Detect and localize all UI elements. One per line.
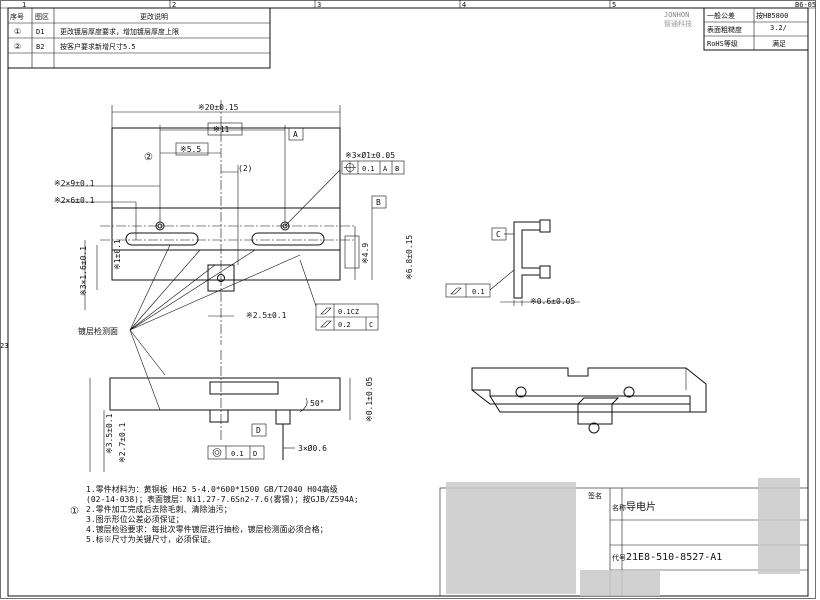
rev-row1-zone: D1 (36, 28, 44, 36)
title-sign-label: 签名 (588, 491, 602, 500)
ruler-mark-5: 5 (612, 1, 616, 9)
spec-label-rohs: RoHS等级 (707, 39, 738, 48)
company-logo-sub: 智通科技 (664, 19, 692, 28)
title-block: 签名 名称 导电片 代号 21E8-510-8527-A1 (439, 478, 809, 597)
dim-2-7: ※2.7±0.1 (118, 422, 127, 463)
position-tolerance-value: 0.1 (362, 165, 375, 173)
dim-6-8: ※6.8±0.15 (405, 235, 414, 280)
dim-0-1: ※0.1±0.05 (365, 377, 374, 422)
spec-label-tolerance: 一般公差 (707, 11, 735, 20)
side-view: C 0.1 ※0.6±0.05 (445, 219, 580, 306)
flatness-ref-c: C (369, 321, 373, 329)
slot-left (125, 232, 199, 246)
angle-50: 50° (310, 399, 324, 408)
flatness-value-1: 0.1CZ (338, 308, 359, 316)
ruler-mark-4: 4 (462, 1, 466, 9)
rev-row2-zone: B2 (36, 43, 44, 51)
ruler-mark-2: 2 (172, 1, 176, 9)
ruler-mark-3: 3 (317, 1, 321, 9)
datum-b-box: B (376, 198, 381, 207)
dim-11: ※11 (213, 125, 230, 134)
side-ruler-mark: 23 (0, 342, 8, 350)
ruler-mark-1: 1 (22, 1, 26, 9)
dim-2-5: ※2.5±0.1 (246, 311, 287, 320)
rev-header-no: 序号 (10, 12, 24, 21)
dim-3x-phi0-6: 3×Ø0.6 (298, 443, 327, 453)
dim-2-ref: (2) (238, 164, 252, 173)
isometric-view (471, 367, 707, 434)
title-name-label: 名称 (612, 503, 626, 512)
redacted-region-right (758, 478, 800, 574)
note-line-6: 5.标※尺寸为关键尺寸，必须保证。 (86, 534, 216, 544)
dim-2x6: ※2×6±0.1 (54, 196, 95, 205)
bottom-view: ※3.5±0.1 ※2.7±0.1 ※0.1±0.05 50° D 3×Ø0.6… (89, 350, 374, 472)
rev-header-desc: 更改说明 (140, 12, 168, 21)
dim-4-9: ※4.9 (361, 243, 370, 264)
technical-notes: 1.零件材料为：黄铜板 H62 5-4.0*600*1500 GB/T2040 … (70, 484, 359, 544)
datum-c-box: C (496, 230, 501, 239)
note-line-5: 4.镀层检验要求：每批次零件镀层进行抽检，镀层检测面必须合格； (86, 524, 328, 534)
spec-value-tolerance: 按HB5800 (756, 11, 788, 20)
note-line-4: 3.图示形位公差必须保证； (86, 514, 184, 524)
concentricity-ref-d: D (253, 450, 257, 458)
side-flatness-value: 0.1 (472, 288, 485, 296)
revision-marker-2: ② (144, 152, 153, 163)
slot-right (251, 232, 325, 246)
spec-value-roughness: 3.2/ (770, 24, 787, 32)
dim-5-5: ※5.5 (180, 145, 201, 154)
spec-table: JONHON 智通科技 一般公差 按HB5800 表面粗糙度 3.2/ RoHS… (664, 7, 809, 51)
dim-0-6: ※0.6±0.05 (530, 297, 575, 306)
plating-inspection-label: 镀层检测面 (78, 326, 118, 336)
spec-value-rohs: 满足 (772, 39, 786, 48)
dim-3x1-6: ※3×1.6±0.1 (79, 246, 88, 296)
part-name: 导电片 (626, 500, 656, 513)
dim-1: ※1±0.1 (113, 239, 122, 270)
rev-header-zone: 图区 (35, 13, 49, 21)
corner-code: B6-05 (795, 1, 816, 9)
revision-table: 序号 图区 更改说明 ① D1 更改镀层厚度要求，增加镀层厚度上限 ② B2 按… (7, 7, 271, 69)
position-tolerance-ref-b: B (395, 165, 399, 173)
dim-3-5: ※3.5±0.1 (105, 413, 114, 454)
note-line-2: (02-14-038)；表面镀层：Ni1.27-7.6Sn2-7.6(雾锡)；按… (86, 494, 359, 504)
position-tolerance-ref-a: A (383, 165, 388, 173)
dim-2x9: ※2×9±0.1 (54, 179, 95, 188)
notes-revision-marker: ① (70, 506, 79, 517)
company-logo: JONHON (664, 11, 689, 19)
datum-d-box: D (256, 426, 261, 435)
flatness-value-2: 0.2 (338, 321, 351, 329)
title-code-label: 代号 (612, 553, 626, 562)
redacted-region-bottom (580, 570, 660, 596)
rev-row1-desc: 更改镀层厚度要求，增加镀层厚度上限 (60, 27, 179, 36)
rev-row2-desc: 按客户要求新增尺寸5.5 (60, 42, 136, 51)
dim-20: ※20±0.15 (198, 103, 239, 112)
rev-row2-no: ② (14, 42, 21, 51)
top-ruler: 1 2 3 4 5 23 B6-05 (0, 0, 816, 350)
note-line-1: 1.零件材料为：黄铜板 H62 5-4.0*600*1500 GB/T2040 … (86, 484, 338, 494)
front-view: ※20±0.15 ※11 A ※5.5 ② (2) ※2×9±0.1 ※2×6±… (54, 100, 414, 411)
concentricity-value: 0.1 (231, 450, 244, 458)
rev-row1-no: ① (14, 27, 21, 36)
part-code: 21E8-510-8527-A1 (626, 552, 722, 563)
redacted-region-left (446, 482, 576, 594)
note-line-3: 2.零件加工完成后去除毛刺、清除油污； (86, 504, 232, 514)
front-body (111, 127, 341, 281)
dim-3x-phi1: ※3×Ø1±0.05 (345, 150, 395, 160)
datum-a-box: A (293, 130, 298, 139)
spec-label-roughness: 表面粗糙度 (707, 25, 742, 34)
